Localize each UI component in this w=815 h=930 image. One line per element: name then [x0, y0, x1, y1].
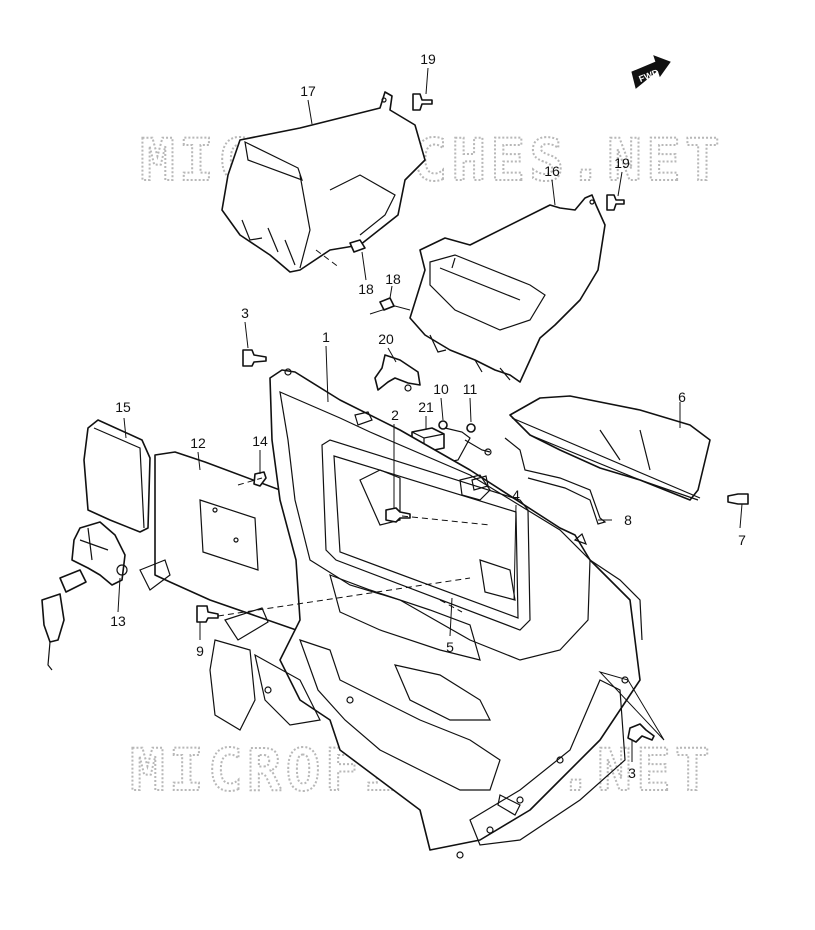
callout-14: 14 — [252, 433, 268, 449]
key-icon — [41, 593, 65, 643]
screw-7-icon — [727, 493, 749, 505]
part-1-inner-box — [209, 368, 643, 859]
screw-2-icon — [385, 507, 411, 523]
callout-3b: 3 — [628, 765, 636, 781]
part-10-11-fasteners — [438, 420, 492, 463]
callout-18b: 18 — [385, 271, 401, 287]
callout-18a: 18 — [358, 281, 374, 297]
part-8-seal — [504, 437, 607, 525]
callout-15: 15 — [115, 399, 131, 415]
callout-6: 6 — [678, 389, 686, 405]
part-17-duct — [221, 91, 426, 273]
fasteners — [196, 93, 749, 743]
dashed-alignment-lines — [217, 249, 491, 617]
part-13-lock — [41, 521, 128, 671]
part-16-duct — [409, 194, 606, 383]
part-6-cover — [509, 395, 711, 501]
callout-4: 4 — [512, 487, 520, 503]
callout-1: 1 — [322, 329, 330, 345]
screw-18a-icon — [349, 239, 366, 253]
callout-11: 11 — [463, 381, 478, 397]
screw-19a-icon — [412, 93, 433, 111]
callout-12: 12 — [190, 435, 206, 451]
callout-8: 8 — [624, 512, 632, 528]
part-20-bracket — [374, 354, 421, 391]
callout-labels: 19 17 19 16 18 18 3 1 20 10 11 6 15 21 2… — [110, 51, 746, 781]
callout-3a: 3 — [241, 305, 249, 321]
callout-9: 9 — [196, 643, 204, 659]
callout-7: 7 — [738, 532, 746, 548]
callout-19a: 19 — [420, 51, 436, 67]
screw-3b-icon — [627, 723, 655, 743]
callout-10: 10 — [433, 381, 449, 397]
fwd-arrow-icon: FWD — [631, 55, 671, 89]
callout-21: 21 — [418, 399, 434, 415]
callout-5: 5 — [446, 639, 454, 655]
callout-17: 17 — [300, 83, 316, 99]
callout-20: 20 — [378, 331, 394, 347]
callout-2: 2 — [391, 407, 399, 423]
callout-19b: 19 — [614, 155, 630, 171]
screw-19b-icon — [606, 194, 625, 211]
screw-3a-icon — [242, 349, 267, 367]
callout-16: 16 — [544, 163, 560, 179]
leader-lines — [117, 67, 743, 762]
callout-13: 13 — [110, 613, 126, 629]
screw-9-icon — [196, 605, 219, 623]
part-15-lid — [83, 419, 151, 533]
